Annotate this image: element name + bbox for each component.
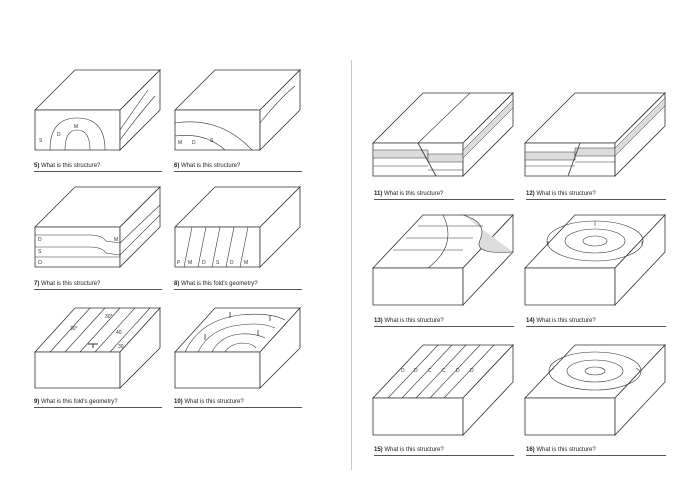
question-15: 15) What is this structure? — [374, 447, 444, 453]
label-dip-4: 30 — [118, 344, 124, 350]
question-11: 11) What is this structure? — [374, 191, 444, 197]
answer-line-15[interactable] — [374, 455, 514, 456]
label-p: P — [177, 260, 181, 266]
question-8: 8) What is this fold's geometry? — [174, 281, 258, 287]
label-c: C — [428, 368, 432, 374]
block-diagram-8: P M D S D M — [170, 185, 305, 275]
label-s: S — [216, 260, 220, 266]
answer-line-8[interactable] — [174, 289, 302, 290]
answer-line-9[interactable] — [34, 407, 162, 408]
block-diagram-11 — [368, 88, 518, 183]
label-s: S — [38, 249, 42, 255]
label-o: O — [38, 260, 42, 266]
label-dip-3: 40 — [116, 330, 122, 336]
answer-line-10[interactable] — [174, 407, 302, 408]
label-d: D — [57, 132, 61, 138]
label-d: D — [456, 368, 460, 374]
block-diagram-12 — [520, 88, 670, 183]
question-6: 6) What is this structure? — [174, 163, 241, 169]
answer-line-6[interactable] — [174, 171, 302, 172]
question-14: 14) What is this structure? — [526, 318, 596, 324]
answer-line-16[interactable] — [526, 455, 666, 456]
question-10: 10) What is this structure? — [174, 399, 244, 405]
block-diagram-9: 30° 30° 40 30 — [30, 300, 165, 395]
block-diagram-16 — [520, 340, 670, 440]
answer-line-11[interactable] — [374, 199, 514, 200]
label-m: M — [178, 140, 182, 146]
block-diagram-7: D M S O — [30, 185, 165, 275]
label-d: D — [230, 260, 234, 266]
label-dip-1: 30° — [70, 326, 78, 332]
question-16: 16) What is this structure? — [526, 447, 596, 453]
label-m: M — [74, 124, 78, 130]
block-diagram-15: D D C C D D — [368, 340, 518, 440]
answer-line-7[interactable] — [34, 289, 162, 290]
answer-line-14[interactable] — [526, 326, 666, 327]
block-diagram-10 — [170, 300, 305, 395]
question-12: 12) What is this structure? — [526, 191, 596, 197]
question-9: 9) What is this fold's geometry? — [34, 399, 118, 405]
answer-line-13[interactable] — [374, 326, 514, 327]
question-5: 5) What is this structure? — [34, 163, 101, 169]
label-m: M — [188, 260, 192, 266]
label-s: S — [39, 138, 43, 144]
label-d: D — [202, 260, 206, 266]
label-d: D — [192, 140, 196, 146]
block-diagram-14 — [520, 210, 670, 310]
question-7: 7) What is this structure? — [34, 281, 101, 287]
label-dip-2: 30° — [105, 314, 113, 320]
block-diagram-13 — [368, 210, 518, 310]
label-s: S — [210, 138, 214, 144]
label-m: M — [244, 260, 248, 266]
label-d: D — [414, 368, 418, 374]
label-m: M — [114, 237, 118, 243]
label-c: C — [442, 368, 446, 374]
answer-line-5[interactable] — [34, 171, 162, 172]
answer-line-12[interactable] — [526, 199, 666, 200]
question-13: 13) What is this structure? — [374, 318, 444, 324]
label-d: D — [401, 368, 405, 374]
page-divider — [351, 60, 352, 470]
label-d: D — [38, 237, 42, 243]
block-diagram-6: M D S — [170, 68, 305, 158]
label-d: D — [470, 368, 474, 374]
block-diagram-5: S D M — [30, 68, 165, 158]
